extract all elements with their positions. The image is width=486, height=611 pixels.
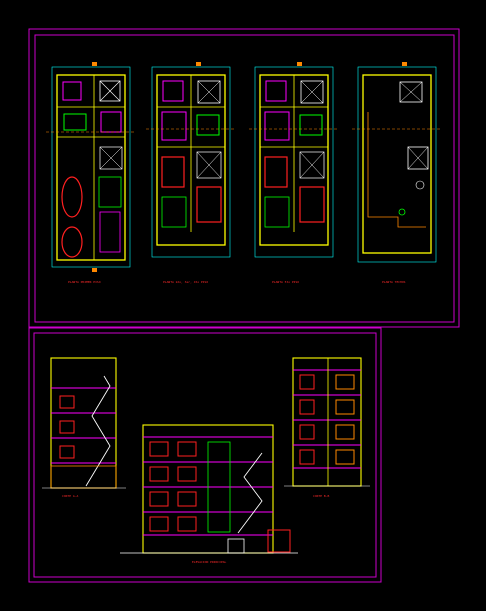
plan-typical-floor-b bbox=[249, 62, 339, 258]
plan-typical-floor-b-label: PLANTA 5to PISO bbox=[272, 280, 299, 284]
sheet-plans-outer-frame bbox=[28, 28, 460, 328]
plan-typical-floor-a-label: PLANTA 2do, 3er, 4to PISO bbox=[163, 280, 208, 284]
sheet-plans: PLANTA PRIMER PISO PLANTA 2do, 3er, 4to … bbox=[28, 28, 460, 328]
plan-typical-floor-a bbox=[146, 62, 236, 258]
elevation-front bbox=[120, 424, 298, 554]
plan-roof-label: PLANTA TECHOS bbox=[382, 280, 406, 284]
sheet-elevations-outer-frame bbox=[28, 327, 382, 583]
elevation-front-label: ELEVACION PRINCIPAL bbox=[192, 560, 227, 564]
section-side bbox=[284, 357, 370, 487]
section-side-label: CORTE B-B bbox=[313, 494, 329, 498]
plan-ground-floor-label: PLANTA PRIMER PISO bbox=[68, 280, 101, 284]
sheet-elevations-inner-frame bbox=[33, 332, 377, 578]
plan-roof bbox=[352, 62, 442, 263]
sheet-elevations: CORTE A-A ELEVACION PRINCIPAL bbox=[28, 327, 382, 583]
sheet-plans-inner-frame bbox=[34, 34, 455, 323]
section-stair-label: CORTE A-A bbox=[62, 494, 78, 498]
plan-ground-floor bbox=[46, 62, 136, 272]
section-stair bbox=[42, 357, 126, 489]
